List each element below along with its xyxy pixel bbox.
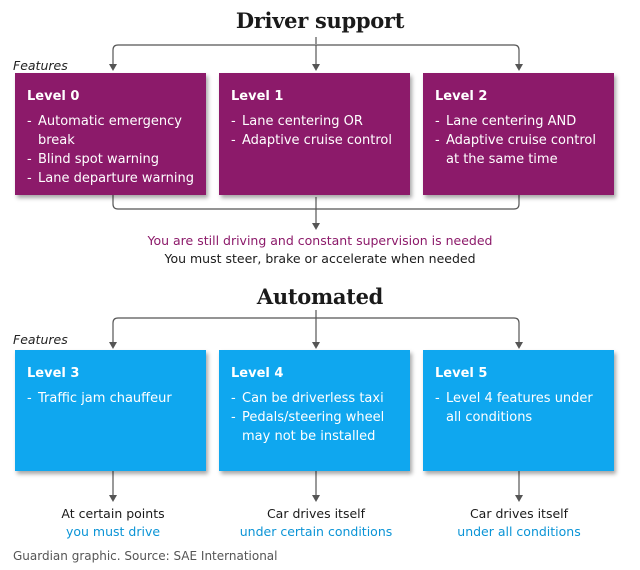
level-5-caption-line-1: Car drives itself	[469, 506, 569, 521]
level-2-box: Level 2 Lane centering AND Adaptive crui…	[423, 73, 614, 195]
level-2-item: Adaptive cruise control at the same time	[435, 131, 604, 169]
automated-features-label: Features	[13, 332, 68, 347]
level-0-item: Lane departure warning	[27, 169, 196, 188]
level-4-title: Level 4	[231, 366, 284, 381]
level-4-item: Can be driverless taxi	[231, 389, 400, 408]
driver-support-message-2: You must steer, brake or accelerate when…	[164, 251, 476, 266]
level-1-item: Lane centering OR	[231, 112, 400, 131]
driver-support-features-label: Features	[13, 58, 68, 73]
level-0-box: Level 0 Automatic emergency break Blind …	[15, 73, 206, 195]
level-1-title: Level 1	[231, 89, 284, 104]
level-5-item: Level 4 features under all conditions	[435, 389, 604, 427]
level-4-item: Pedals/steering wheel may not be install…	[231, 408, 400, 446]
level-3-title: Level 3	[27, 366, 80, 381]
level-1-box: Level 1 Lane centering OR Adaptive cruis…	[219, 73, 410, 195]
source-credit: Guardian graphic. Source: SAE Internatio…	[13, 549, 278, 563]
automated-title: Automated	[256, 284, 384, 309]
level-4-box: Level 4 Can be driverless taxi Pedals/st…	[219, 350, 410, 471]
level-5-caption: Car drives itself under all conditions	[419, 505, 619, 541]
level-2-item: Lane centering AND	[435, 112, 604, 131]
level-3-item: Traffic jam chauffeur	[27, 389, 196, 408]
level-5-caption-line-2: under all conditions	[457, 524, 581, 539]
level-0-item: Blind spot warning	[27, 150, 196, 169]
level-3-caption-line-1: At certain points	[61, 506, 165, 521]
level-0-title: Level 0	[27, 89, 80, 104]
driver-support-title: Driver support	[235, 8, 405, 33]
level-4-caption-line-1: Car drives itself	[266, 506, 366, 521]
level-5-title: Level 5	[435, 366, 488, 381]
level-3-caption-line-2: you must drive	[65, 524, 161, 539]
level-5-box: Level 5 Level 4 features under all condi…	[423, 350, 614, 471]
level-3-caption: At certain points you must drive	[13, 505, 213, 541]
level-0-item: Automatic emergency break	[27, 112, 196, 150]
driver-support-message-1: You are still driving and constant super…	[147, 233, 493, 248]
level-3-box: Level 3 Traffic jam chauffeur	[15, 350, 206, 471]
level-1-item: Adaptive cruise control	[231, 131, 400, 150]
level-4-caption-line-2: under certain conditions	[239, 524, 393, 539]
level-2-title: Level 2	[435, 89, 488, 104]
level-4-caption: Car drives itself under certain conditio…	[216, 505, 416, 541]
